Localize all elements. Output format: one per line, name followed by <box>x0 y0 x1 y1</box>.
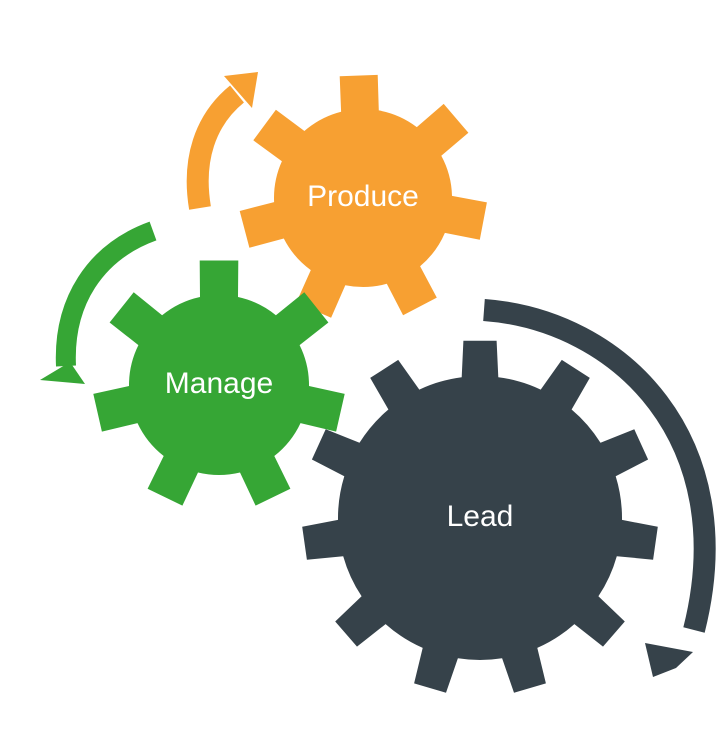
produce-gear-label: Produce <box>307 180 419 213</box>
produce-arrow-shaft <box>186 85 245 210</box>
lead-arrow-head <box>645 643 693 677</box>
manage-arrow-head <box>40 362 85 384</box>
lead-cycle-arrow <box>483 299 716 677</box>
lead-gear-label: Lead <box>447 500 514 533</box>
lead-gear: Lead <box>302 340 658 693</box>
manage-gear: Manage <box>93 260 345 506</box>
manage-gear-label: Manage <box>165 367 273 400</box>
produce-gear: Produce <box>239 74 487 318</box>
lead-arrow-shaft <box>483 299 716 633</box>
manage-arrow-shaft <box>55 221 157 367</box>
manage-gear-shape <box>93 260 345 506</box>
produce-arrow-head <box>224 72 258 108</box>
lead-gear-shape <box>302 340 658 693</box>
manage-cycle-arrow <box>40 221 157 384</box>
produce-gear-shape <box>239 74 487 318</box>
produce-cycle-arrow <box>186 72 258 210</box>
